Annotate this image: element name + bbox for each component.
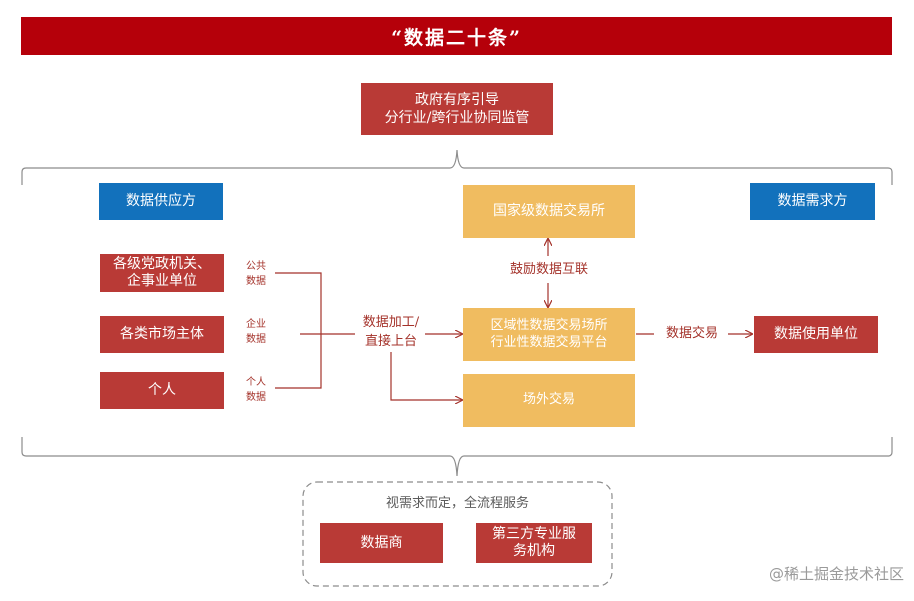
- watermark: @稀土掘金技术社区: [768, 565, 904, 583]
- personal-data-label-line2: 数据: [246, 391, 266, 403]
- supply-header: 数据供应方: [99, 183, 223, 220]
- processing-label-line1: 数据加工/: [362, 315, 420, 330]
- personal-data-label-line1: 个人: [246, 377, 266, 388]
- third-party-line1: 第三方专业服: [492, 526, 576, 543]
- data-merchant-box: 数据商: [320, 523, 443, 563]
- personal-data-label: 个人 数据: [238, 376, 274, 405]
- otc-trading-box: 场外交易: [463, 374, 635, 427]
- supplier-government: 各级党政机关、 企事业单位: [100, 254, 224, 292]
- enterprise-data-label-line2: 数据: [246, 333, 266, 345]
- arrow-to-otc: [390, 352, 462, 400]
- data-trade-label: 数据交易: [665, 326, 718, 341]
- services-caption: 视需求而定，全流程服务: [385, 496, 529, 511]
- government-guidance-line2: 分行业/跨行业协同监管: [384, 110, 530, 126]
- enterprise-data-label: 企业 数据: [238, 318, 274, 347]
- public-data-label-line1: 公共: [246, 261, 266, 272]
- supplier-bracket: [275, 272, 355, 389]
- enterprise-data-label-line1: 企业: [246, 319, 266, 330]
- public-data-label: 公共 数据: [238, 260, 274, 289]
- government-guidance-line1: 政府有序引导: [415, 91, 499, 108]
- national-exchange-box: 国家级数据交易所: [463, 185, 635, 238]
- demand-header: 数据需求方: [750, 183, 875, 220]
- supplier-individual: 个人: [100, 372, 224, 409]
- public-data-label-line2: 数据: [246, 275, 266, 287]
- encourage-interconnection-label: 鼓励数据互联: [509, 262, 588, 277]
- regional-platform-line2: 行业性数据交易平台: [490, 334, 608, 350]
- top-brace: [21, 149, 893, 185]
- supplier-government-line1: 各级党政机关、: [113, 256, 211, 273]
- page-title: “数据二十条”: [391, 26, 522, 49]
- services-dashed-box: [302, 481, 613, 587]
- regional-platform-box: 区域性数据交易场所 行业性数据交易平台: [463, 308, 635, 361]
- government-guidance-box: 政府有序引导 分行业/跨行业协同监管: [361, 83, 553, 135]
- data-user-box: 数据使用单位: [754, 316, 878, 353]
- bottom-brace: [21, 437, 893, 477]
- third-party-service-box: 第三方专业服 务机构: [476, 523, 592, 563]
- supplier-government-line2: 企事业单位: [127, 273, 197, 289]
- supplier-market-entities: 各类市场主体: [100, 316, 224, 353]
- third-party-line2: 务机构: [513, 543, 555, 559]
- regional-platform-line1: 区域性数据交易场所: [490, 317, 608, 333]
- processing-label: 数据加工/ 直接上台: [352, 314, 430, 352]
- title-bar: “数据二十条”: [21, 17, 892, 55]
- processing-label-line2: 直接上台: [364, 333, 417, 349]
